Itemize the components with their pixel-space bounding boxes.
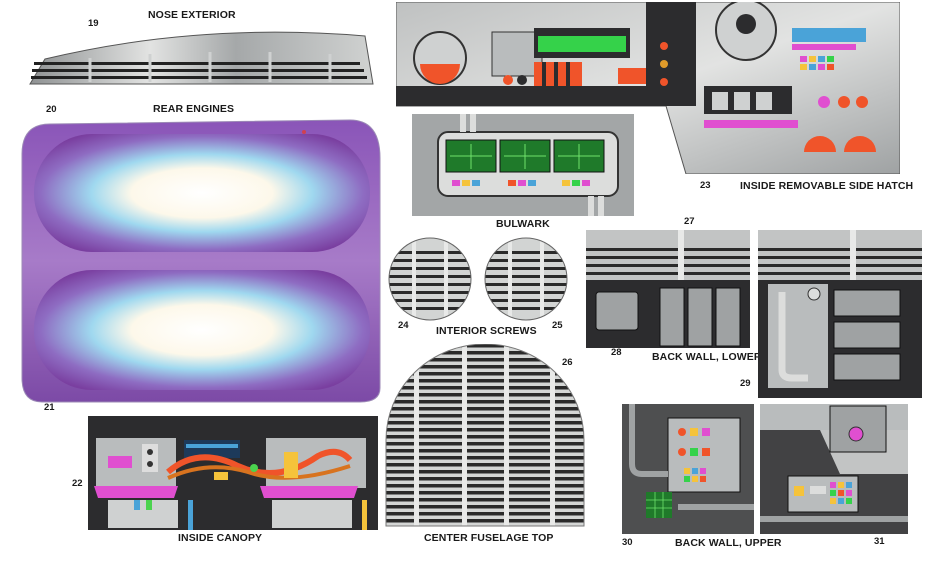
- number-21: 21: [44, 402, 55, 413]
- interior-screw-24: [388, 237, 472, 321]
- back-wall-lower-right-piece: [758, 230, 922, 398]
- label-center-fuselage-top: CENTER FUSELAGE TOP: [424, 532, 554, 544]
- label-back-wall-upper: BACK WALL, UPPER: [675, 537, 782, 549]
- label-interior-screws: INTERIOR SCREWS: [436, 325, 537, 337]
- number-23: 23: [700, 180, 711, 191]
- number-29: 29: [740, 378, 751, 389]
- bulwark-piece: [412, 114, 634, 216]
- label-inside-removable-side-hatch: INSIDE REMOVABLE SIDE HATCH: [740, 180, 914, 192]
- number-31: 31: [874, 536, 885, 547]
- interior-screw-25: [484, 237, 568, 321]
- number-27: 27: [684, 216, 695, 227]
- label-inside-canopy: INSIDE CANOPY: [178, 532, 263, 544]
- number-26: 26: [562, 357, 573, 368]
- label-nose-exterior: NOSE EXTERIOR: [148, 9, 236, 21]
- number-19: 19: [88, 18, 99, 29]
- center-fuselage-top-piece: [385, 344, 585, 527]
- label-back-wall-lower: BACK WALL, LOWER: [652, 351, 762, 363]
- number-20: 20: [46, 104, 57, 115]
- label-bulwark: BULWARK: [496, 218, 550, 230]
- number-28: 28: [611, 347, 622, 358]
- number-30: 30: [622, 537, 633, 548]
- number-24: 24: [398, 320, 409, 331]
- number-25: 25: [552, 320, 563, 331]
- back-wall-upper-right-piece: [760, 404, 908, 534]
- nose-exterior-piece: [29, 31, 374, 85]
- inside-removable-side-hatch-piece: [396, 2, 900, 174]
- back-wall-lower-piece: [586, 230, 750, 348]
- back-wall-upper-left-piece: [622, 404, 754, 534]
- inside-canopy-piece: [88, 416, 378, 530]
- number-22: 22: [72, 478, 83, 489]
- rear-engines-piece: [21, 119, 381, 403]
- label-rear-engines: REAR ENGINES: [153, 103, 235, 115]
